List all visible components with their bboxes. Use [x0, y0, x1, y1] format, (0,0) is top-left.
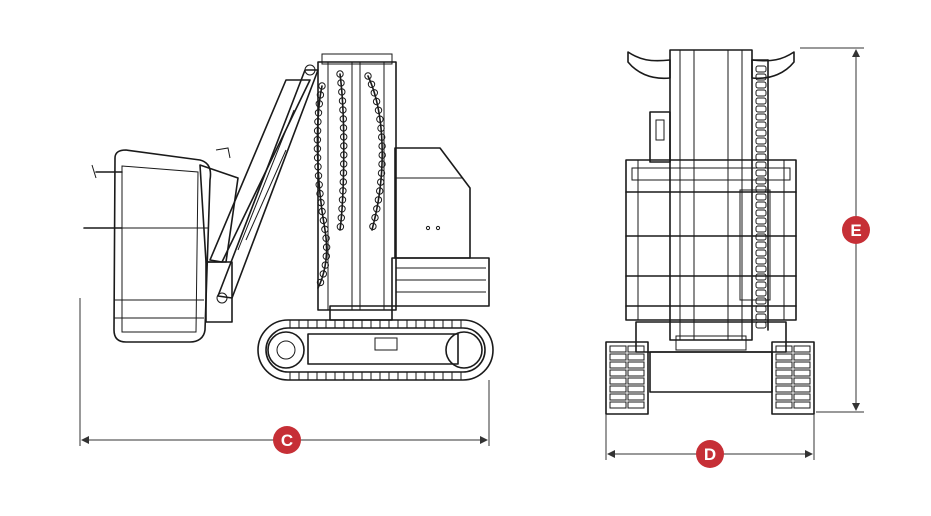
dimension-d: D: [605, 414, 815, 468]
dimension-e: E: [800, 47, 870, 413]
dimension-c-label: C: [281, 431, 293, 450]
front-basket: [625, 159, 797, 321]
side-mast: [313, 53, 397, 311]
dimension-e-circle: [842, 216, 870, 244]
side-view: C: [79, 53, 494, 454]
dimension-d-label: D: [704, 445, 716, 464]
dimension-e-label: E: [850, 221, 861, 240]
side-basket: [83, 147, 239, 343]
front-base: [605, 321, 815, 415]
side-jib-arm: [209, 64, 319, 304]
dimension-c-badge: C: [273, 426, 301, 454]
front-view: D E: [605, 47, 870, 468]
side-track: [257, 319, 494, 381]
front-mast: [649, 49, 769, 341]
dimension-d-circle: [696, 440, 724, 468]
dimension-d-badge: D: [696, 440, 724, 468]
dimension-c: C: [79, 298, 490, 454]
dimension-e-badge: E: [842, 216, 870, 244]
side-chassis: [329, 147, 490, 321]
dimension-c-circle: [273, 426, 301, 454]
